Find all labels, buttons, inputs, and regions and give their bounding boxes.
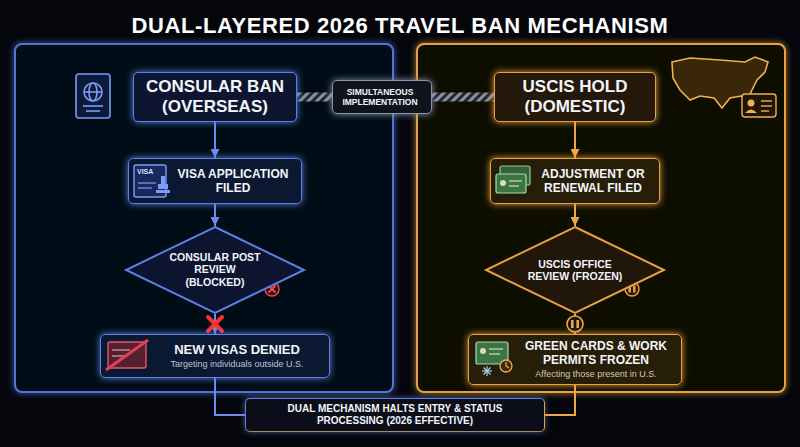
- node-note: Affecting those present in U.S.: [519, 369, 673, 380]
- node-label: USCIS OFFICE REVIEW (FROZEN): [525, 258, 626, 283]
- link-box: SIMULTANEOUS IMPLEMENTATION: [332, 80, 432, 114]
- node-note: Targeting individuals outside U.S.: [153, 359, 321, 370]
- diamond-text: CONSULAR POST REVIEW (BLOCKED): [165, 251, 266, 288]
- diamond-text: USCIS OFFICE REVIEW (FROZEN): [525, 258, 626, 283]
- node-label: CONSULAR POST REVIEW (BLOCKED): [165, 251, 266, 288]
- diamond-shape: [126, 227, 304, 313]
- flow-connector: [214, 204, 216, 226]
- header-box: CONSULAR BAN (OVERSEAS): [133, 72, 297, 122]
- outcome-box: NEW VISAS DENIED Targeting individuals ou…: [100, 334, 330, 378]
- flow-connector: [545, 385, 575, 415]
- flow-connector: [214, 122, 216, 158]
- decision-diamond: USCIS OFFICE REVIEW (FROZEN): [485, 226, 665, 314]
- flow-connector: [574, 204, 576, 226]
- process-box: VISA APPLICATION FILED: [128, 158, 302, 204]
- uscis-panel: [417, 44, 785, 392]
- us-map-icon: [672, 57, 776, 117]
- red-x-mark: [208, 317, 222, 331]
- process-box: ADJUSTMENT OR RENEWAL FILED: [490, 158, 660, 204]
- flow-connector: [574, 122, 576, 158]
- decision-diamond: CONSULAR POST REVIEW (BLOCKED): [125, 226, 305, 314]
- node-label: GREEN CARDS & WORK PERMITS FROZEN: [519, 339, 673, 367]
- node-label: NEW VISAS DENIED: [153, 342, 321, 357]
- summary-box: DUAL MECHANISM HALTS ENTRY & STATUS PROC…: [245, 398, 545, 432]
- hatched-link: [297, 93, 332, 102]
- node-label: VISA APPLICATION FILED: [173, 167, 293, 195]
- node-label: DUAL MECHANISM HALTS ENTRY & STATUS PROC…: [254, 403, 536, 427]
- node-label: USCIS HOLD (DOMESTIC): [503, 77, 647, 117]
- outcome-box: GREEN CARDS & WORK PERMITS FROZEN Affecti…: [468, 334, 682, 385]
- hatched-link: [432, 93, 494, 102]
- node-label: SIMULTANEOUS IMPLEMENTATION: [337, 87, 423, 107]
- pause-mark: [567, 316, 583, 332]
- header-box: USCIS HOLD (DOMESTIC): [494, 72, 656, 122]
- node-label: ADJUSTMENT OR RENEWAL FILED: [535, 167, 651, 195]
- icon-text: VISA: [137, 168, 153, 175]
- node-label: CONSULAR BAN (OVERSEAS): [142, 77, 288, 117]
- passport-icon: [76, 74, 110, 118]
- flow-connector: [215, 378, 245, 415]
- diagram-title: DUAL-LAYERED 2026 TRAVEL BAN MECHANISM: [0, 13, 800, 39]
- diamond-shape: [486, 227, 664, 313]
